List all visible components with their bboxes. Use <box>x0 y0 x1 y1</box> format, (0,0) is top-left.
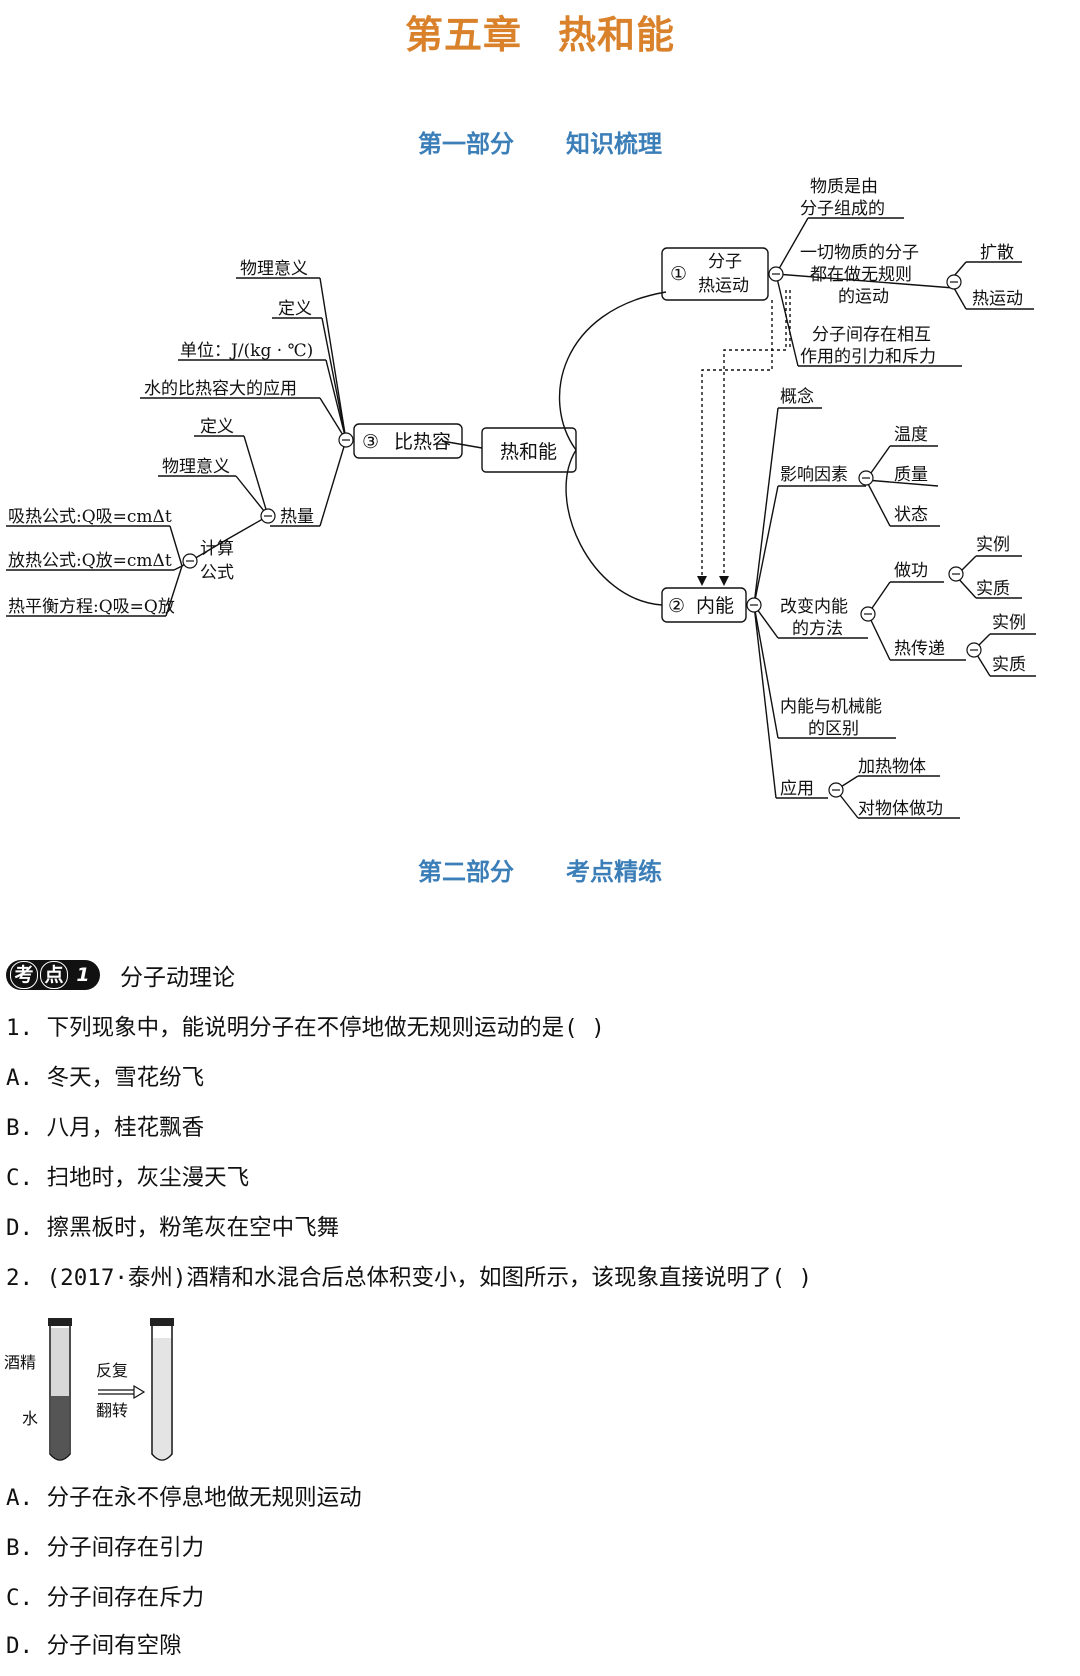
q2-option-d[interactable]: D. 分子间有空隙 <box>6 1633 182 1659</box>
n2-number: ② <box>668 595 685 617</box>
left-tube-stopper <box>48 1318 72 1326</box>
n2-work-essence: 实质 <box>976 579 1010 599</box>
n2-diff-line2: 的区别 <box>808 719 859 739</box>
n3-label: 比热容 <box>394 431 451 453</box>
q1-stem: 1. 下列现象中，能说明分子在不停地做无规则运动的是( ) <box>6 1015 605 1041</box>
mixture-layer <box>153 1338 171 1460</box>
part-two-number: 第二部分 <box>418 858 514 886</box>
n3-heat-definition: 定义 <box>200 417 234 437</box>
n2-heat-transfer: 热传递 <box>894 639 945 659</box>
n3-unit: 单位：J/(kg · ℃) <box>180 341 313 361</box>
flip-arrow-icon <box>133 1384 146 1400</box>
chapter-title: 第五章热和能 <box>0 4 1080 59</box>
n2-work-example: 实例 <box>976 535 1010 555</box>
n2-factor-mass: 质量 <box>894 465 928 485</box>
n3-definition: 定义 <box>278 299 312 319</box>
chapter-name: 热和能 <box>558 13 676 57</box>
n2-method-line2: 的方法 <box>792 619 843 639</box>
test-tube-figure: 酒精 水 反复 翻转 <box>4 1318 174 1461</box>
n2-concept: 概念 <box>780 386 814 407</box>
label-repeat: 反复 <box>96 1361 128 1380</box>
part-two-heading: 第二部分 考点精练 <box>0 852 1080 887</box>
n3-formula-absorb: 吸热公式:Q吸=cmΔt <box>8 507 172 527</box>
n3-heat-meaning: 物理意义 <box>162 457 230 477</box>
n1-diffusion: 扩散 <box>980 243 1014 263</box>
label-water: 水 <box>22 1409 38 1428</box>
left-tube-outline <box>49 1326 71 1461</box>
n2-label: 内能 <box>696 595 734 617</box>
n2-factor-state: 状态 <box>894 505 928 525</box>
q1-option-a[interactable]: A. 冬天，雪花纷飞 <box>6 1065 205 1091</box>
part-two-title: 考点精练 <box>566 858 662 886</box>
n3-formula-balance: 热平衡方程:Q吸=Q放 <box>8 597 175 617</box>
n2-application: 应用 <box>780 779 814 799</box>
q1-option-b[interactable]: B. 八月，桂花飘香 <box>6 1115 205 1141</box>
part-one-number: 第一部分 <box>418 130 514 158</box>
n1-box <box>661 247 769 301</box>
n2-factors: 影响因素 <box>780 465 848 485</box>
q2-option-a[interactable]: A. 分子在永不停息地做无规则运动 <box>6 1485 362 1511</box>
q1-option-c[interactable]: C. 扫地时，灰尘漫天飞 <box>6 1165 250 1191</box>
n3-water-application: 水的比热容大的应用 <box>144 379 297 399</box>
n2-work: 做功 <box>894 561 928 581</box>
mind-map: 热和能 ① 分子 热运动 ② 内能 ③ 比热容 物质是由 分子组成的 一切物质的… <box>6 177 1036 819</box>
n2-heat-essence: 实质 <box>992 655 1026 675</box>
n2-heat-example: 实例 <box>992 613 1026 633</box>
n3-calc-line2: 公式 <box>200 563 234 583</box>
right-tube-outline <box>151 1326 173 1461</box>
n1-b-line3: 的运动 <box>838 287 889 307</box>
n2-factor-temperature: 温度 <box>894 425 928 445</box>
n1-b-line2: 都在做无规则 <box>810 265 912 285</box>
n1-line2: 热运动 <box>698 276 749 296</box>
q2-option-c[interactable]: C. 分子间存在斥力 <box>6 1585 205 1611</box>
alcohol-layer <box>51 1328 69 1396</box>
exam-point-number: 1 <box>70 962 96 988</box>
exam-point-title: 分子动理论 <box>120 965 235 991</box>
n1-thermal-motion: 热运动 <box>972 289 1023 309</box>
n1-c-line2: 作用的引力和斥力 <box>800 347 936 367</box>
q2-stem: 2. (2017·泰州)酒精和水混合后总体积变小，如图所示，该现象直接说明了( … <box>6 1265 813 1291</box>
n3-number: ③ <box>362 431 379 453</box>
n2-method-line1: 改变内能 <box>780 597 848 617</box>
label-flip: 翻转 <box>96 1401 128 1420</box>
n1-a-line2: 分子组成的 <box>800 199 885 219</box>
n1-b-line1: 一切物质的分子 <box>800 243 919 263</box>
n3-heat: 热量 <box>280 507 314 527</box>
chapter-number: 第五章 <box>404 13 522 57</box>
n1-number: ① <box>670 263 687 285</box>
n3-meaning: 物理意义 <box>240 259 308 279</box>
n3-box <box>353 423 463 459</box>
n3-formula-release: 放热公式:Q放=cmΔt <box>8 551 172 571</box>
label-alcohol: 酒精 <box>4 1353 36 1372</box>
center-node: 热和能 <box>500 441 557 463</box>
exam-point-char1: 考 <box>10 961 38 989</box>
n3-calc-line1: 计算 <box>200 539 234 559</box>
right-tube-stopper <box>150 1318 174 1326</box>
link-center-n1 <box>558 291 667 451</box>
exam-point-char2: 点 <box>40 961 68 989</box>
part-one-heading: 第一部分 知识梳理 <box>0 124 1080 159</box>
n2-diff-line1: 内能与机械能 <box>780 697 882 717</box>
link-center-n2 <box>565 449 663 606</box>
n1-a-line1: 物质是由 <box>810 177 878 197</box>
q2-option-b[interactable]: B. 分子间存在引力 <box>6 1535 205 1561</box>
water-layer <box>51 1396 69 1460</box>
n2-box <box>661 587 747 623</box>
n2-app-work: 对物体做功 <box>858 799 943 819</box>
q1-option-d[interactable]: D. 擦黑板时，粉笔灰在空中飞舞 <box>6 1215 340 1241</box>
n1-c-line1: 分子间存在相互 <box>812 325 931 345</box>
n1-line1: 分子 <box>708 252 742 272</box>
part-one-title: 知识梳理 <box>566 130 662 158</box>
n2-app-heating: 加热物体 <box>858 757 926 777</box>
